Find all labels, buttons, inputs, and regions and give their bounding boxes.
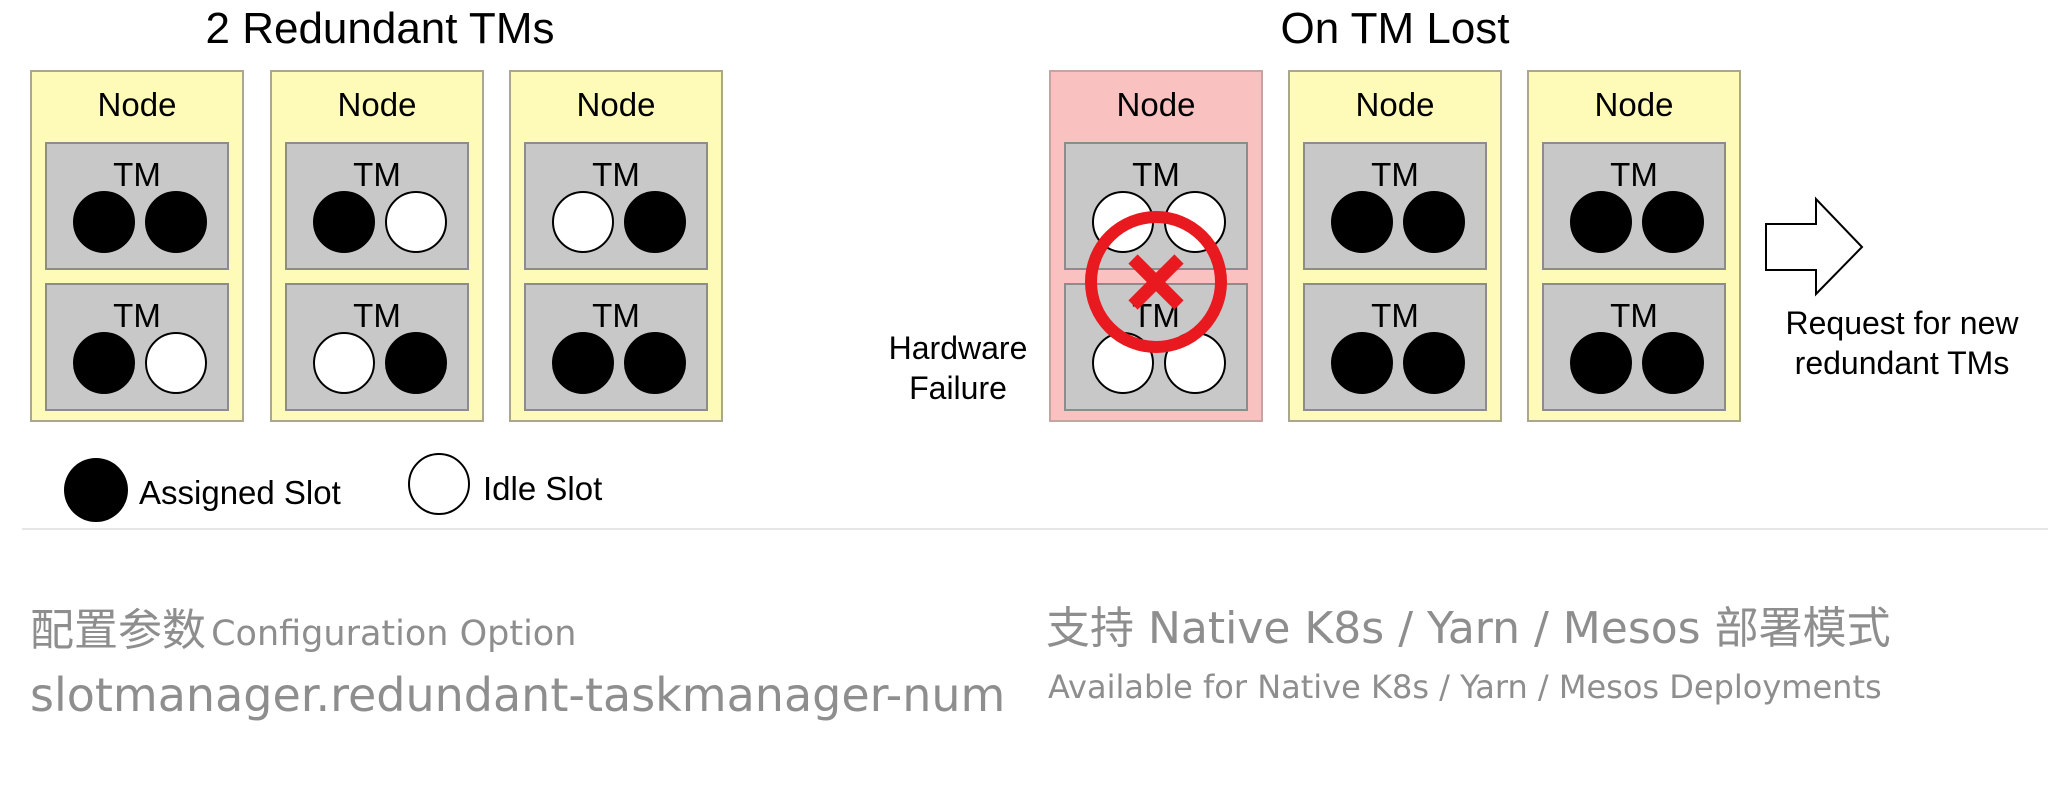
left-diagram-title: 2 Redundant TMs bbox=[205, 4, 555, 53]
failure-x-icon bbox=[1085, 211, 1227, 353]
assigned-slot bbox=[1570, 332, 1632, 394]
config-key: slotmanager.redundant-taskmanager-num bbox=[30, 668, 1006, 722]
tm-label: TM bbox=[113, 297, 161, 334]
legend-assigned-slot-icon bbox=[64, 458, 128, 522]
assigned-slot bbox=[385, 332, 447, 394]
legend-idle-label: Idle Slot bbox=[483, 470, 603, 507]
legend-assigned-label: Assigned Slot bbox=[139, 474, 341, 511]
tm-label: TM bbox=[592, 156, 640, 193]
assigned-slot bbox=[1331, 332, 1393, 394]
assigned-slot bbox=[73, 191, 135, 253]
hardware-failure-line-2: Failure bbox=[909, 370, 1007, 406]
tm-label: TM bbox=[1132, 156, 1180, 193]
node-label: Node bbox=[1116, 86, 1196, 123]
legend-idle-slot-icon bbox=[408, 453, 470, 515]
assigned-slot bbox=[1570, 191, 1632, 253]
assigned-slot bbox=[313, 191, 375, 253]
taskmanager: TM bbox=[285, 142, 469, 270]
taskmanager: TM bbox=[285, 283, 469, 411]
tm-label: TM bbox=[1371, 297, 1419, 334]
support-subtitle: Available for Native K8s / Yarn / Mesos … bbox=[1048, 668, 1882, 706]
assigned-slot bbox=[145, 191, 207, 253]
taskmanager: TM bbox=[524, 283, 708, 411]
assigned-slot bbox=[1642, 191, 1704, 253]
node-label: Node bbox=[97, 86, 177, 123]
right-arrow-icon bbox=[1765, 196, 1864, 297]
taskmanager: TM bbox=[1303, 283, 1487, 411]
assigned-slot bbox=[1331, 191, 1393, 253]
assigned-slot bbox=[624, 332, 686, 394]
idle-slot bbox=[385, 191, 447, 253]
request-line-1: Request for new bbox=[1785, 305, 2019, 341]
assigned-slot bbox=[552, 332, 614, 394]
right-diagram-title: On TM Lost bbox=[1280, 4, 1510, 53]
tm-label: TM bbox=[353, 297, 401, 334]
taskmanager: TM bbox=[45, 283, 229, 411]
node-label: Node bbox=[337, 86, 417, 123]
tm-label: TM bbox=[1371, 156, 1419, 193]
support-title: 支持 Native K8s / Yarn / Mesos 部署模式 bbox=[1046, 603, 1891, 654]
taskmanager: TM bbox=[1064, 142, 1248, 270]
request-new-tms-label: Request for new redundant TMs bbox=[1752, 303, 2048, 383]
tm-label: TM bbox=[113, 156, 161, 193]
idle-slot bbox=[313, 332, 375, 394]
taskmanager: TM bbox=[1303, 142, 1487, 270]
section-divider bbox=[22, 528, 2048, 530]
taskmanager: TM bbox=[45, 142, 229, 270]
hardware-failure-label: Hardware Failure bbox=[868, 328, 1048, 408]
assigned-slot bbox=[73, 332, 135, 394]
idle-slot bbox=[145, 332, 207, 394]
tm-label: TM bbox=[1610, 156, 1658, 193]
assigned-slot bbox=[1403, 332, 1465, 394]
idle-slot bbox=[552, 191, 614, 253]
taskmanager: TM bbox=[1542, 283, 1726, 411]
node-label: Node bbox=[1594, 86, 1674, 123]
hardware-failure-line-1: Hardware bbox=[888, 330, 1028, 366]
assigned-slot bbox=[624, 191, 686, 253]
request-line-2: redundant TMs bbox=[1794, 345, 2010, 381]
node-label: Node bbox=[576, 86, 656, 123]
taskmanager: TM bbox=[1542, 142, 1726, 270]
taskmanager: TM bbox=[524, 142, 708, 270]
node-label: Node bbox=[1355, 86, 1435, 123]
config-title-en: Configuration Option bbox=[211, 614, 577, 654]
tm-label: TM bbox=[353, 156, 401, 193]
config-title-zh: 配置参数 bbox=[30, 605, 206, 656]
config-option-heading: 配置参数 Configuration Option bbox=[30, 594, 576, 658]
tm-label: TM bbox=[1610, 297, 1658, 334]
assigned-slot bbox=[1403, 191, 1465, 253]
tm-label: TM bbox=[592, 297, 640, 334]
assigned-slot bbox=[1642, 332, 1704, 394]
